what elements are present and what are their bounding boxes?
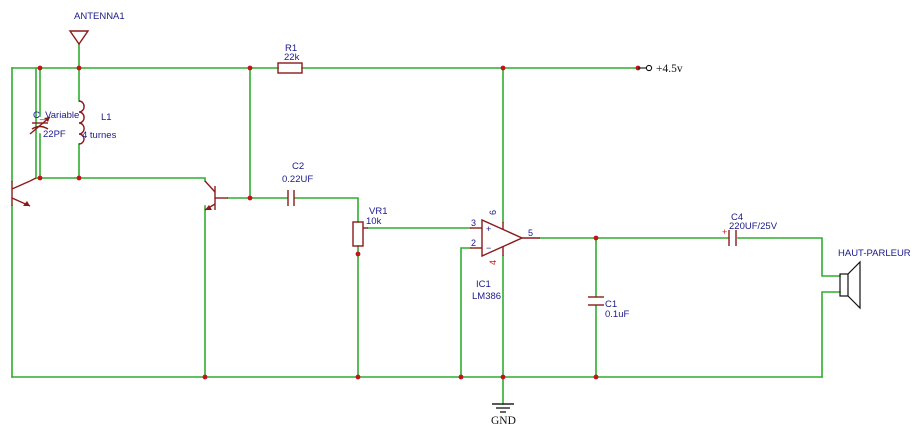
ic1-value: LM386 <box>472 291 501 302</box>
cvar-value: 22PF <box>43 129 66 140</box>
ic1-pin2: 2 <box>471 238 476 248</box>
speaker-label: HAUT-PARLEUR <box>838 248 911 259</box>
junction-dot <box>76 175 82 181</box>
r1-value: 22k <box>284 52 300 63</box>
c1-capacitor <box>588 296 604 306</box>
junction-dot <box>500 374 506 380</box>
l1-symbol <box>78 100 85 145</box>
antenna-label: ANTENNA1 <box>74 11 125 22</box>
junctions <box>37 65 641 380</box>
ic1-minus: − <box>486 243 491 253</box>
q1-wires <box>35 67 206 182</box>
junction-dot <box>593 374 599 380</box>
vr1-name: VR1 <box>369 206 387 217</box>
c1-name: C1 <box>605 299 617 310</box>
junction-dot <box>355 251 361 257</box>
r1-name: R1 <box>285 43 297 54</box>
junction-dot <box>500 65 506 71</box>
ic1-pin4: 4 <box>488 260 498 265</box>
wires <box>11 43 841 405</box>
ground-symbol <box>492 403 514 413</box>
junction-dot <box>37 65 43 71</box>
speaker-return-wire <box>821 291 841 378</box>
r1-resistor <box>277 62 303 74</box>
ic1-pin6: 6 <box>488 210 498 215</box>
junction-dot <box>355 374 361 380</box>
junction-dot <box>458 374 464 380</box>
ic1-pin3: 3 <box>471 218 476 228</box>
supply-terminal <box>645 64 653 72</box>
junction-dot <box>76 65 82 71</box>
l1-name: L1 <box>101 112 112 123</box>
ic1-plus: + <box>486 224 491 234</box>
c4-name: C4 <box>731 212 743 223</box>
l1-value: 4 turnes <box>82 130 117 141</box>
c4-plus: + <box>722 227 727 237</box>
ic1-name: IC1 <box>476 279 491 290</box>
cvar-symbol <box>29 116 51 135</box>
ic1-opamp <box>470 218 540 258</box>
junction-dot <box>37 175 43 181</box>
supply-label: +4.5v <box>656 63 683 75</box>
pin2-wire <box>460 247 471 378</box>
vr1-potentiometer <box>352 221 364 247</box>
ic1-pin5: 5 <box>528 228 533 238</box>
cvar-name: C_Variable <box>33 110 79 121</box>
c2-capacitor <box>287 190 295 206</box>
junction-dot <box>247 65 253 71</box>
junction-dot <box>247 195 253 201</box>
c2-name: C2 <box>292 161 304 172</box>
q1-transistor <box>11 177 37 207</box>
c2-value: 0.22UF <box>282 174 313 185</box>
antenna-symbol <box>68 30 90 46</box>
q2-transistor <box>204 180 228 211</box>
c4-value: 220UF/25V <box>729 221 778 232</box>
c2-right-wire <box>294 197 359 223</box>
speaker-symbol <box>839 260 861 310</box>
c1-value: 0.1uF <box>605 309 629 320</box>
c4-right-wire <box>737 237 841 277</box>
ground-label: GND <box>491 415 516 427</box>
junction-dot <box>593 235 599 241</box>
vr1-value: 10k <box>366 216 382 227</box>
junction-dot <box>202 374 208 380</box>
c4-capacitor <box>728 230 737 246</box>
